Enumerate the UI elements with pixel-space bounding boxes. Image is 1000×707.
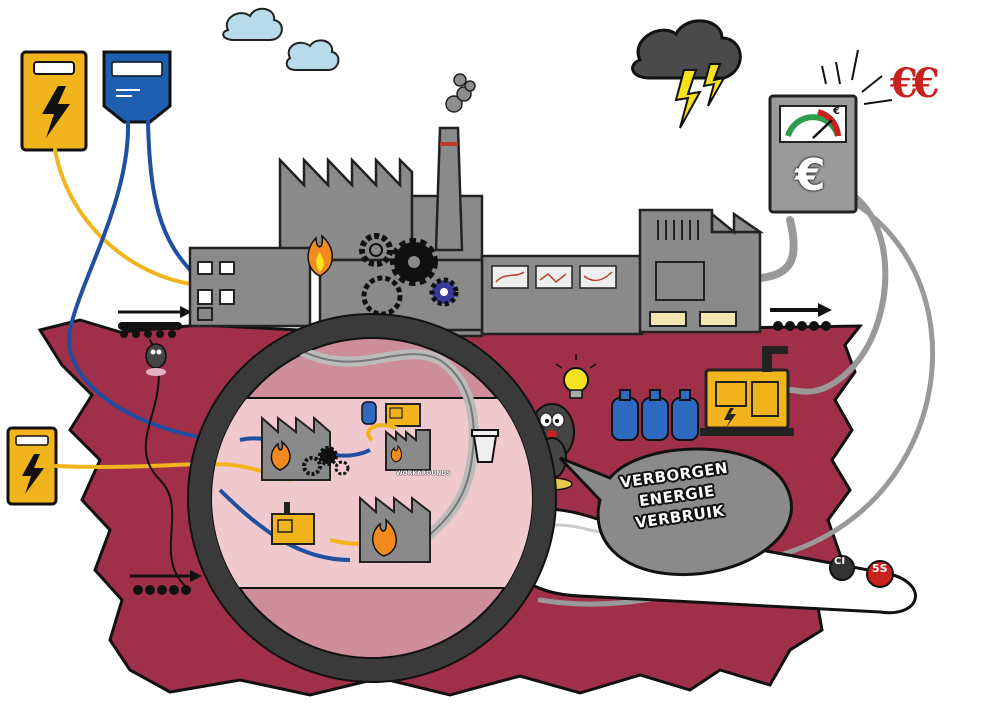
fire-icon	[307, 234, 333, 277]
ci-logo: CI	[834, 556, 846, 567]
gas-bottle-icon	[611, 389, 699, 441]
fire-icon	[270, 440, 291, 471]
factory-machines	[649, 311, 737, 327]
factory-windows	[197, 261, 235, 321]
lightbulb-icon	[555, 354, 597, 399]
gear-icon	[390, 238, 438, 286]
fire-icon	[390, 444, 402, 463]
generator-icon	[271, 502, 315, 545]
conveyor-belt-icon	[130, 570, 202, 595]
gear-icon	[334, 460, 350, 476]
gas-meter-icon	[102, 50, 172, 124]
5s-logo: 5S	[872, 562, 888, 575]
conveyor-belt-icon	[118, 306, 192, 338]
power-outlet-icon	[20, 50, 88, 152]
meter-euro-symbol: €	[795, 150, 826, 201]
lightning-icon	[702, 63, 726, 107]
gear-icon	[429, 277, 459, 307]
gauge-euro-symbol: €	[833, 106, 840, 117]
magnifier-ring	[188, 314, 556, 682]
cables	[53, 120, 936, 607]
lightning-icon	[674, 69, 702, 129]
gear-icon	[318, 446, 338, 466]
control-panels	[491, 265, 617, 289]
gas-bottle-icon	[361, 401, 377, 425]
trash-bin-icon	[471, 429, 499, 463]
power-outlet-icon	[6, 426, 58, 506]
generator-icon	[700, 346, 794, 436]
cloud-icon	[285, 39, 340, 71]
gear-icon	[359, 233, 393, 267]
cloud-icon	[222, 7, 283, 41]
workarounds-label: WORKAROUNDS	[396, 470, 451, 477]
magnified-view	[212, 345, 532, 589]
mole-character-icon	[145, 343, 167, 376]
fire-icon	[372, 518, 397, 557]
speech-bubble	[558, 447, 793, 577]
cost-meter-icon	[768, 49, 893, 214]
conveyor-belt-icon	[770, 303, 832, 331]
cost-euro-symbol: €€	[890, 60, 940, 107]
gear-icon	[302, 456, 322, 476]
smoke-puffs	[445, 73, 476, 113]
generator-icon	[385, 403, 421, 427]
factory-grille	[655, 220, 705, 301]
